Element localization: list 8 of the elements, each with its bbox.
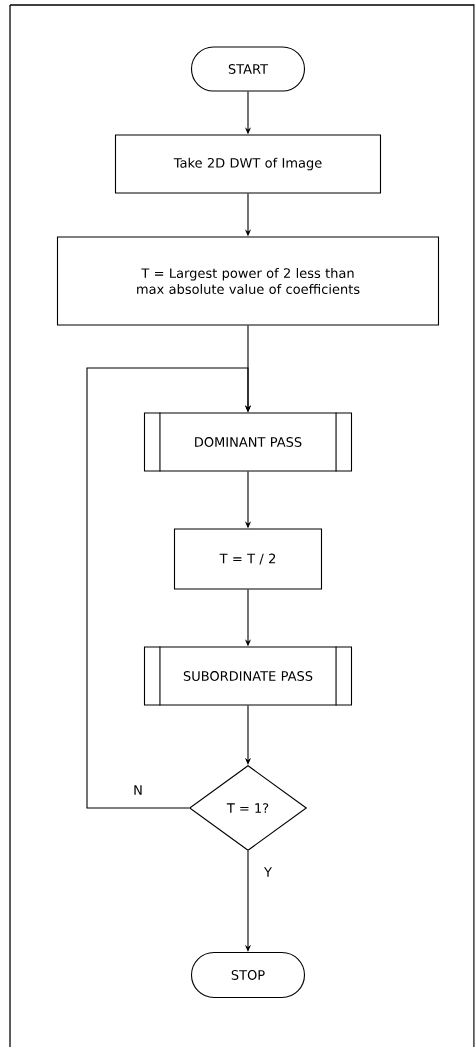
process-box: T = Largest power of 2 less than max absolute value of coefficients	[56, 236, 440, 326]
edge-label: N	[132, 784, 144, 796]
predefined-process-box: DOMINANT PASS	[143, 411, 353, 473]
process-box: Take 2D DWT of Image	[114, 134, 382, 194]
process-box: T = T / 2	[173, 528, 323, 590]
predefined-process-box: SUBORDINATE PASS	[143, 645, 353, 707]
arrow	[86, 367, 252, 809]
edge-label: Y	[263, 866, 273, 878]
